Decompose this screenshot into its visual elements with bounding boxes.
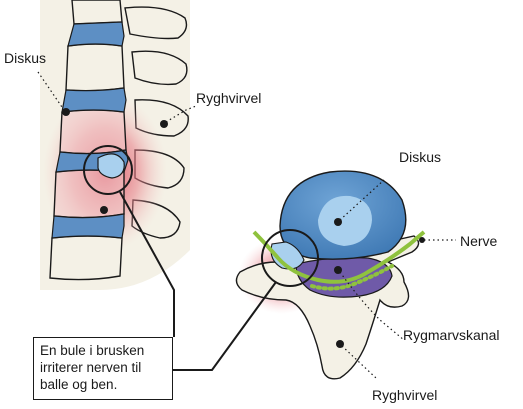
cross-section-illustration [236, 171, 456, 379]
label-cross-diskus: Diskus [399, 149, 441, 165]
caption-line-1: En bule i brusken [40, 342, 166, 359]
spine-disc-bulge [98, 154, 124, 178]
label-cross-ryghvirvel: Ryghvirvel [372, 387, 437, 403]
label-spine-diskus: Diskus [4, 50, 46, 66]
caption-line-2: irriterer nerven til [40, 359, 166, 376]
spine-disc-marker [62, 108, 70, 116]
label-spine-ryghvirvel: Ryghvirvel [196, 90, 261, 106]
label-cross-rygmarvskanal: Rygmarvskanal [403, 327, 499, 343]
caption-box: En bule i brusken irriterer nerven til b… [33, 337, 173, 400]
label-cross-nerve: Nerve [460, 233, 498, 249]
spine-bulge-marker [100, 206, 108, 214]
spine-illustration [38, 0, 196, 290]
caption-line-3: balle og ben. [40, 376, 166, 393]
